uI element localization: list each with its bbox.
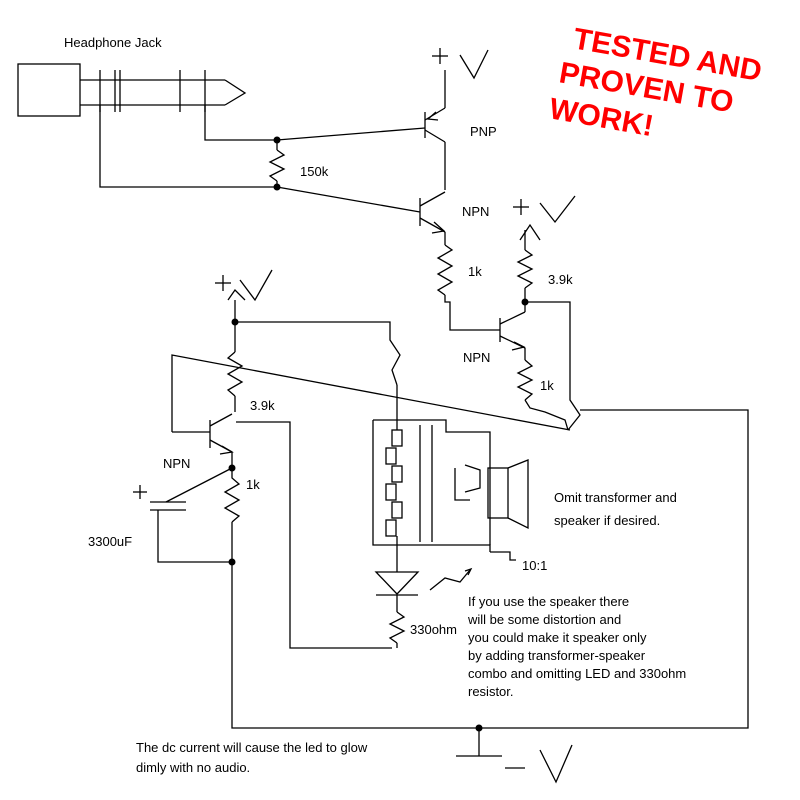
note-line: by adding transformer-speaker: [468, 648, 646, 663]
note-line: If you use the speaker there: [468, 594, 629, 609]
led: [374, 567, 473, 612]
ground-rail: [231, 409, 749, 729]
note-line: combo and omitting LED and 330ohm: [468, 666, 686, 681]
plus-v-supply-icon: [432, 48, 489, 80]
note-line: resistor.: [468, 684, 514, 699]
plus-v-supply-icon: [513, 195, 576, 224]
capacitor-3300uf: [133, 467, 233, 563]
resistor-150k: [268, 140, 286, 187]
resistor-3-9k-left-label: 3.9k: [250, 398, 275, 413]
resistor-150k-label: 150k: [300, 164, 329, 179]
note-line: you could make it speaker only: [468, 630, 647, 645]
minus-v-supply-icon: [505, 744, 573, 784]
note-line: The dc current will cause the led to glo…: [136, 740, 368, 755]
transformer-speaker: [372, 385, 529, 572]
junction-dot: [521, 298, 529, 306]
headphone-jack: [17, 63, 277, 188]
tested-proven-stamp: TESTED AND PROVEN TO WORK!: [547, 22, 764, 143]
dc-current-note: The dc current will cause the led to glo…: [136, 740, 368, 775]
resistor-1k-right: [516, 359, 569, 431]
plus-v-supply-icon: [519, 223, 541, 241]
ratio-label: 10:1: [522, 558, 547, 573]
note-line: Omit transformer and: [554, 490, 677, 505]
omit-note: Omit transformer and speaker if desired.: [554, 490, 677, 528]
resistor-1k-top: [436, 244, 500, 331]
pnp-label: PNP: [470, 124, 497, 139]
note-line: speaker if desired.: [554, 513, 660, 528]
npn-mid-label: NPN: [463, 350, 490, 365]
npn-left-label: NPN: [163, 456, 190, 471]
npn-top-label: NPN: [462, 204, 489, 219]
resistor-1k-left: [223, 468, 241, 562]
resistor-3-9k-right-label: 3.9k: [548, 272, 573, 287]
npn-transistor-top: [276, 186, 446, 245]
note-line: will be some distortion and: [467, 612, 621, 627]
resistor-1k-left-label: 1k: [246, 477, 260, 492]
distortion-note: If you use the speaker there will be som…: [467, 594, 686, 699]
pnp-transistor: [276, 70, 446, 190]
resistor-1k-right-label: 1k: [540, 378, 554, 393]
capacitor-label: 3300uF: [88, 534, 132, 549]
resistor-3-9k-right: [516, 230, 581, 431]
npn-transistor-right: [499, 302, 526, 360]
resistor-330ohm: [388, 611, 406, 648]
plus-v-supply-icon: [215, 269, 273, 302]
resistor-3-9k-left: [226, 322, 244, 412]
headphone-jack-label: Headphone Jack: [64, 35, 162, 50]
note-line: dimly with no audio.: [136, 760, 250, 775]
resistor-330ohm-label: 330ohm: [410, 622, 457, 637]
resistor-1k-top-label: 1k: [468, 264, 482, 279]
